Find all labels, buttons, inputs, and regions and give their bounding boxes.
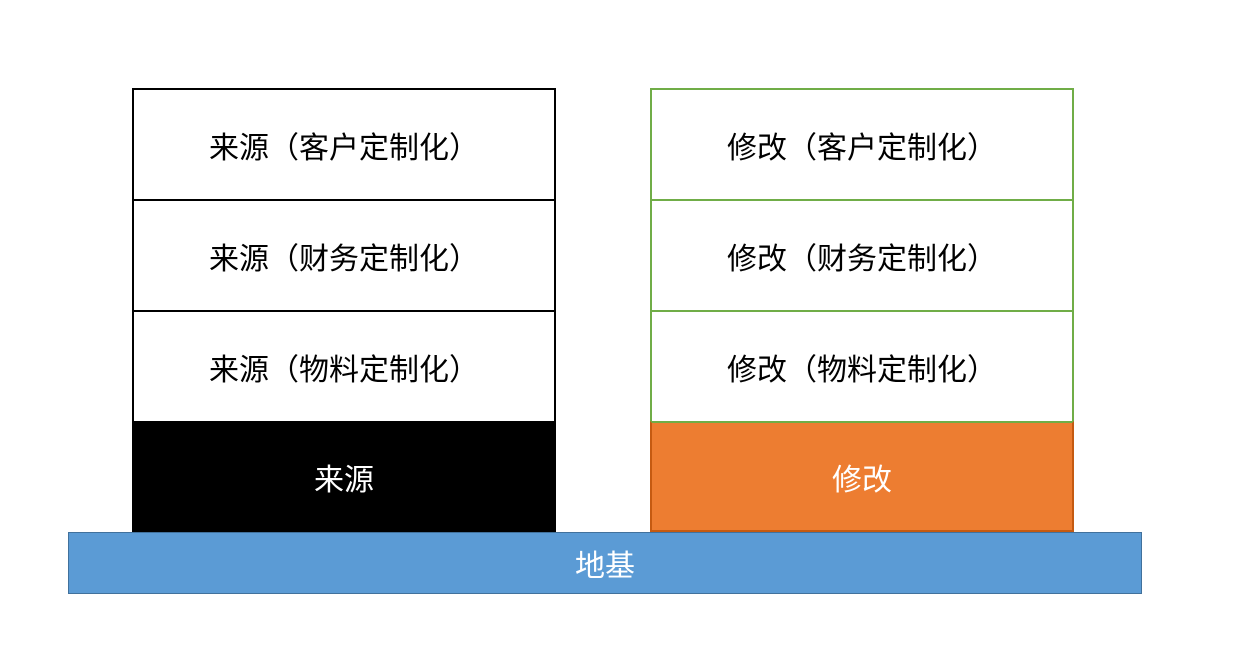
modify-customer-layer: 修改（客户定制化） — [650, 88, 1074, 199]
modify-finance-layer: 修改（财务定制化） — [650, 199, 1074, 310]
source-customer-layer: 来源（客户定制化） — [132, 88, 556, 199]
source-finance-layer: 来源（财务定制化） — [132, 199, 556, 310]
modify-base-layer: 修改 — [650, 421, 1074, 532]
foundation-layer: 地基 — [68, 532, 1142, 594]
modify-stack: 修改（客户定制化） 修改（财务定制化） 修改（物料定制化） 修改 — [650, 88, 1074, 532]
modify-material-layer: 修改（物料定制化） — [650, 310, 1074, 421]
source-stack: 来源（客户定制化） 来源（财务定制化） 来源（物料定制化） 来源 — [132, 88, 556, 532]
source-base-layer: 来源 — [132, 421, 556, 532]
source-material-layer: 来源（物料定制化） — [132, 310, 556, 421]
